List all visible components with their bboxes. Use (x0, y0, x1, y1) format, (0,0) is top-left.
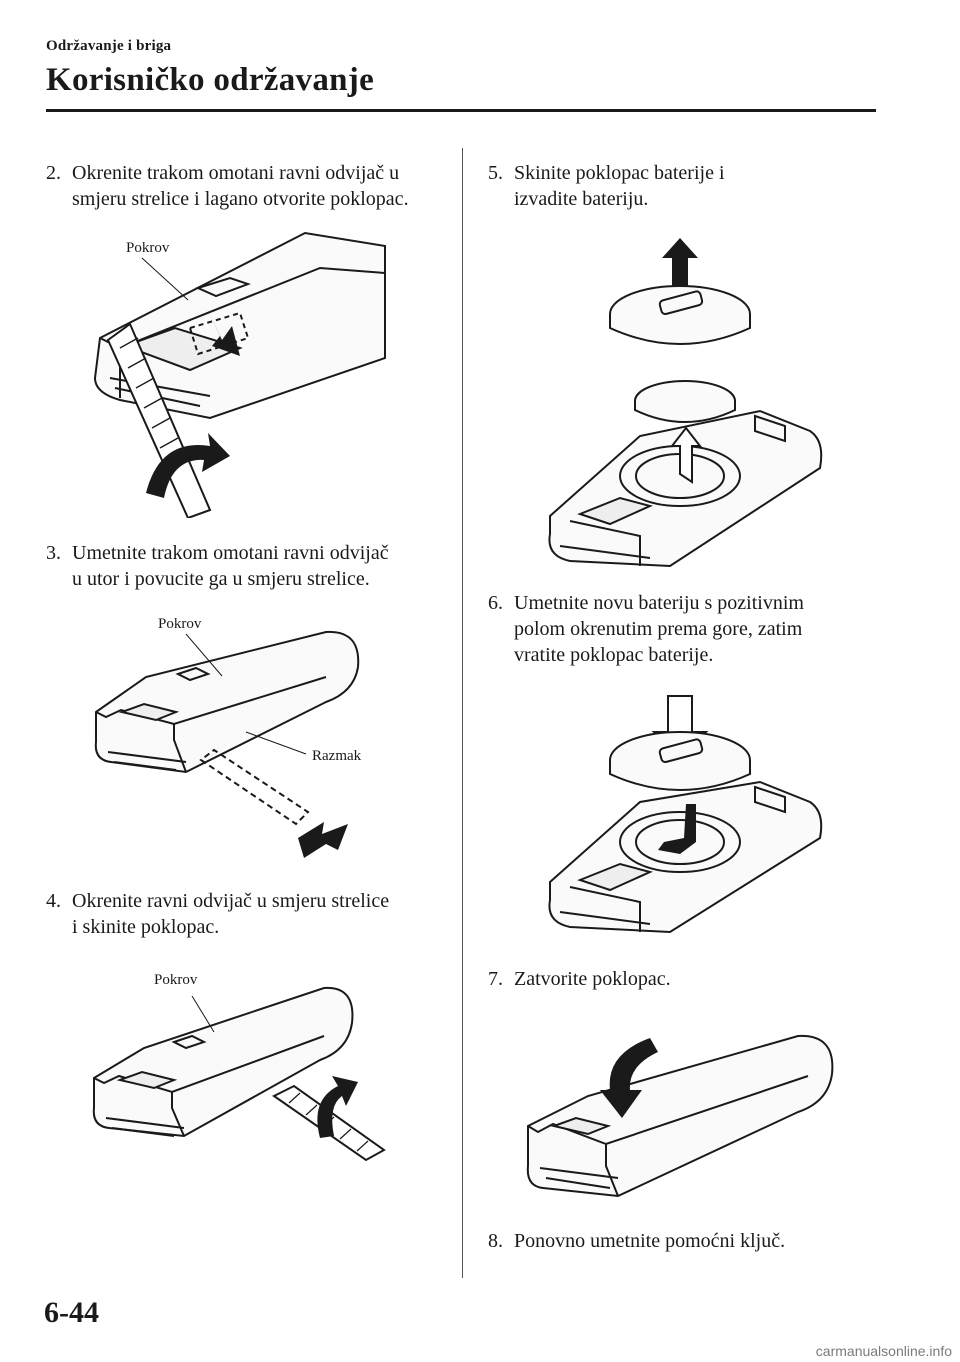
step-3: 3. Umetnite trakom omotani ravni odvijač… (46, 540, 456, 592)
step-text-line: vratite poklopac baterije. (514, 644, 714, 666)
step-number: 8. (488, 1230, 503, 1252)
step-text-line: Okrenite ravni odvijač u smjeru strelice (72, 890, 390, 912)
step-text-line: polom okrenutim prema gore, zatim (514, 618, 803, 640)
title-divider (46, 109, 876, 112)
step-text-line: Okrenite trakom omotani ravni odvijač u (72, 162, 400, 184)
step-number: 7. (488, 968, 503, 990)
figure-insert-battery (540, 692, 830, 942)
step-text-line: izvadite bateriju. (514, 188, 649, 210)
column-divider (462, 148, 463, 1278)
step-text-line: Skinite poklopac baterije i (514, 162, 725, 184)
step-number: 5. (488, 162, 503, 184)
figure-open-cover-twist: Pokrov (80, 228, 400, 518)
figure-close-cover (518, 1026, 848, 1216)
step-7: 7. Zatvorite poklopac. (488, 966, 878, 992)
step-number: 3. (46, 542, 61, 564)
step-number: 6. (488, 592, 503, 614)
step-text-line: Umetnite trakom omotani ravni odvijač (72, 542, 389, 564)
step-text-line: smjeru strelice i lagano otvorite poklop… (72, 188, 409, 210)
step-number: 2. (46, 162, 61, 184)
page-number: 6-44 (44, 1296, 99, 1329)
step-2: 2. Okrenite trakom omotani ravni odvijač… (46, 160, 456, 212)
step-4: 4. Okrenite ravni odvijač u smjeru strel… (46, 888, 456, 940)
figure-remove-battery (540, 236, 830, 586)
section-label: Održavanje i briga (46, 38, 172, 54)
step-number: 4. (46, 890, 61, 912)
step-6: 6. Umetnite novu bateriju s pozitivnim p… (488, 590, 878, 668)
page-title: Korisničko održavanje (46, 62, 375, 98)
step-5: 5. Skinite poklopac baterije i izvadite … (488, 160, 878, 212)
cover-callout: Pokrov (154, 972, 198, 988)
step-text-line: u utor i povucite ga u smjeru strelice. (72, 568, 370, 590)
cover-callout: Pokrov (158, 616, 202, 632)
step-8: 8. Ponovno umetnite pomoćni ključ. (488, 1228, 878, 1254)
figure-insert-screwdriver: Pokrov Razmak (86, 612, 386, 868)
figure-remove-cover: Pokrov (84, 968, 394, 1168)
step-text-line: Ponovno umetnite pomoćni ključ. (514, 1230, 786, 1252)
gap-callout: Razmak (312, 748, 362, 764)
step-text-line: i skinite poklopac. (72, 916, 220, 938)
cover-callout: Pokrov (126, 240, 170, 256)
watermark: carmanualsonline.info (815, 1343, 952, 1359)
step-text-line: Umetnite novu bateriju s pozitivnim (514, 592, 804, 614)
step-text-line: Zatvorite poklopac. (514, 968, 671, 990)
